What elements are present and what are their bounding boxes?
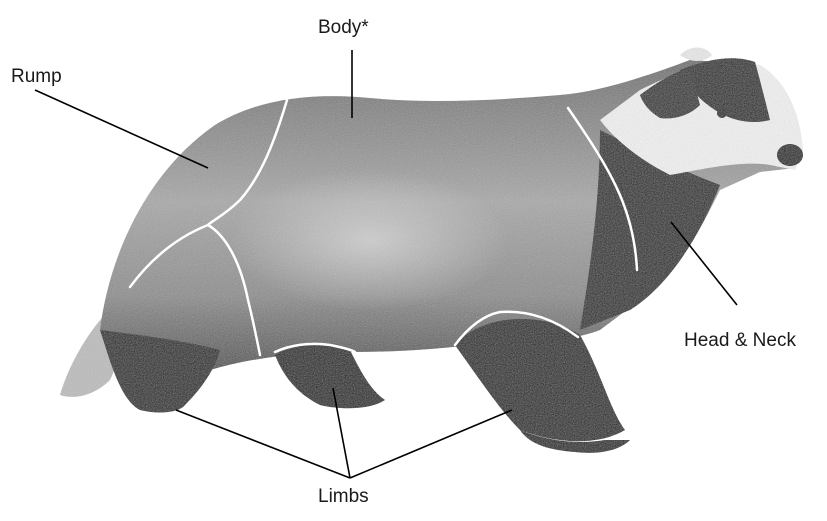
limbs-label: Limbs [318, 486, 369, 508]
rump-label: Rump [11, 66, 62, 88]
body-label: Body* [318, 17, 369, 39]
head-neck-leader-line [671, 222, 737, 305]
rump-leader-line [35, 90, 208, 168]
limbs-leader-line-front [350, 410, 512, 478]
badger-body-shape [60, 48, 803, 453]
head-neck-label: Head & Neck [684, 330, 796, 352]
limbs-leader-line-hind [176, 410, 350, 478]
